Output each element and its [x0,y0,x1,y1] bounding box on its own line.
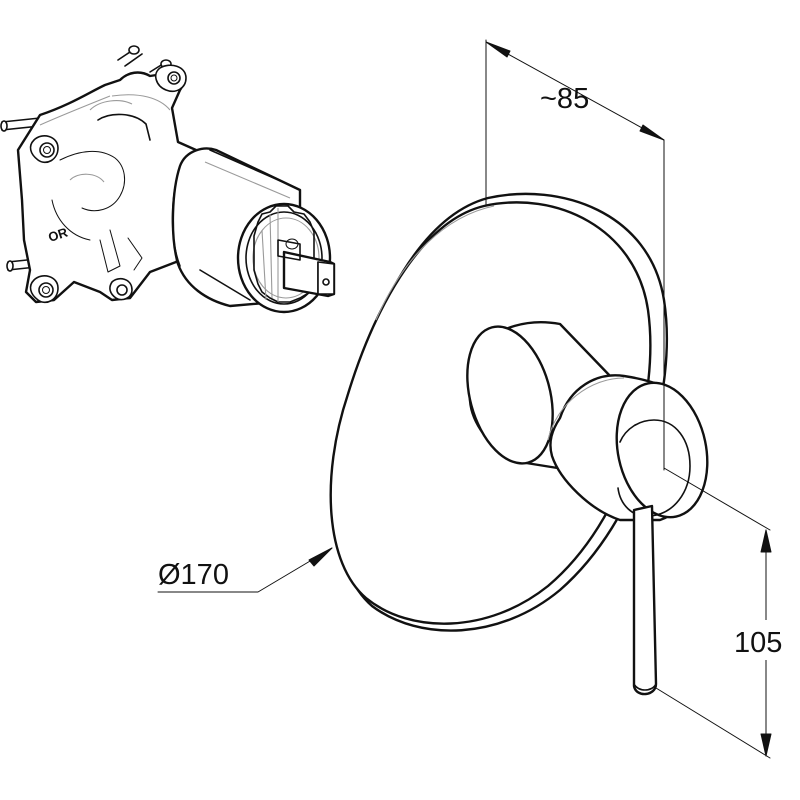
dimension-diameter: Ø170 [158,548,332,592]
lever-handle [634,506,656,694]
depth-dimension-label: ~85 [540,83,589,115]
concealed-valve-body: OR [1,46,334,312]
height-dimension-label: 105 [734,627,782,659]
diameter-dimension-label: Ø170 [158,559,229,591]
trim-rosette-and-lever [331,194,719,694]
